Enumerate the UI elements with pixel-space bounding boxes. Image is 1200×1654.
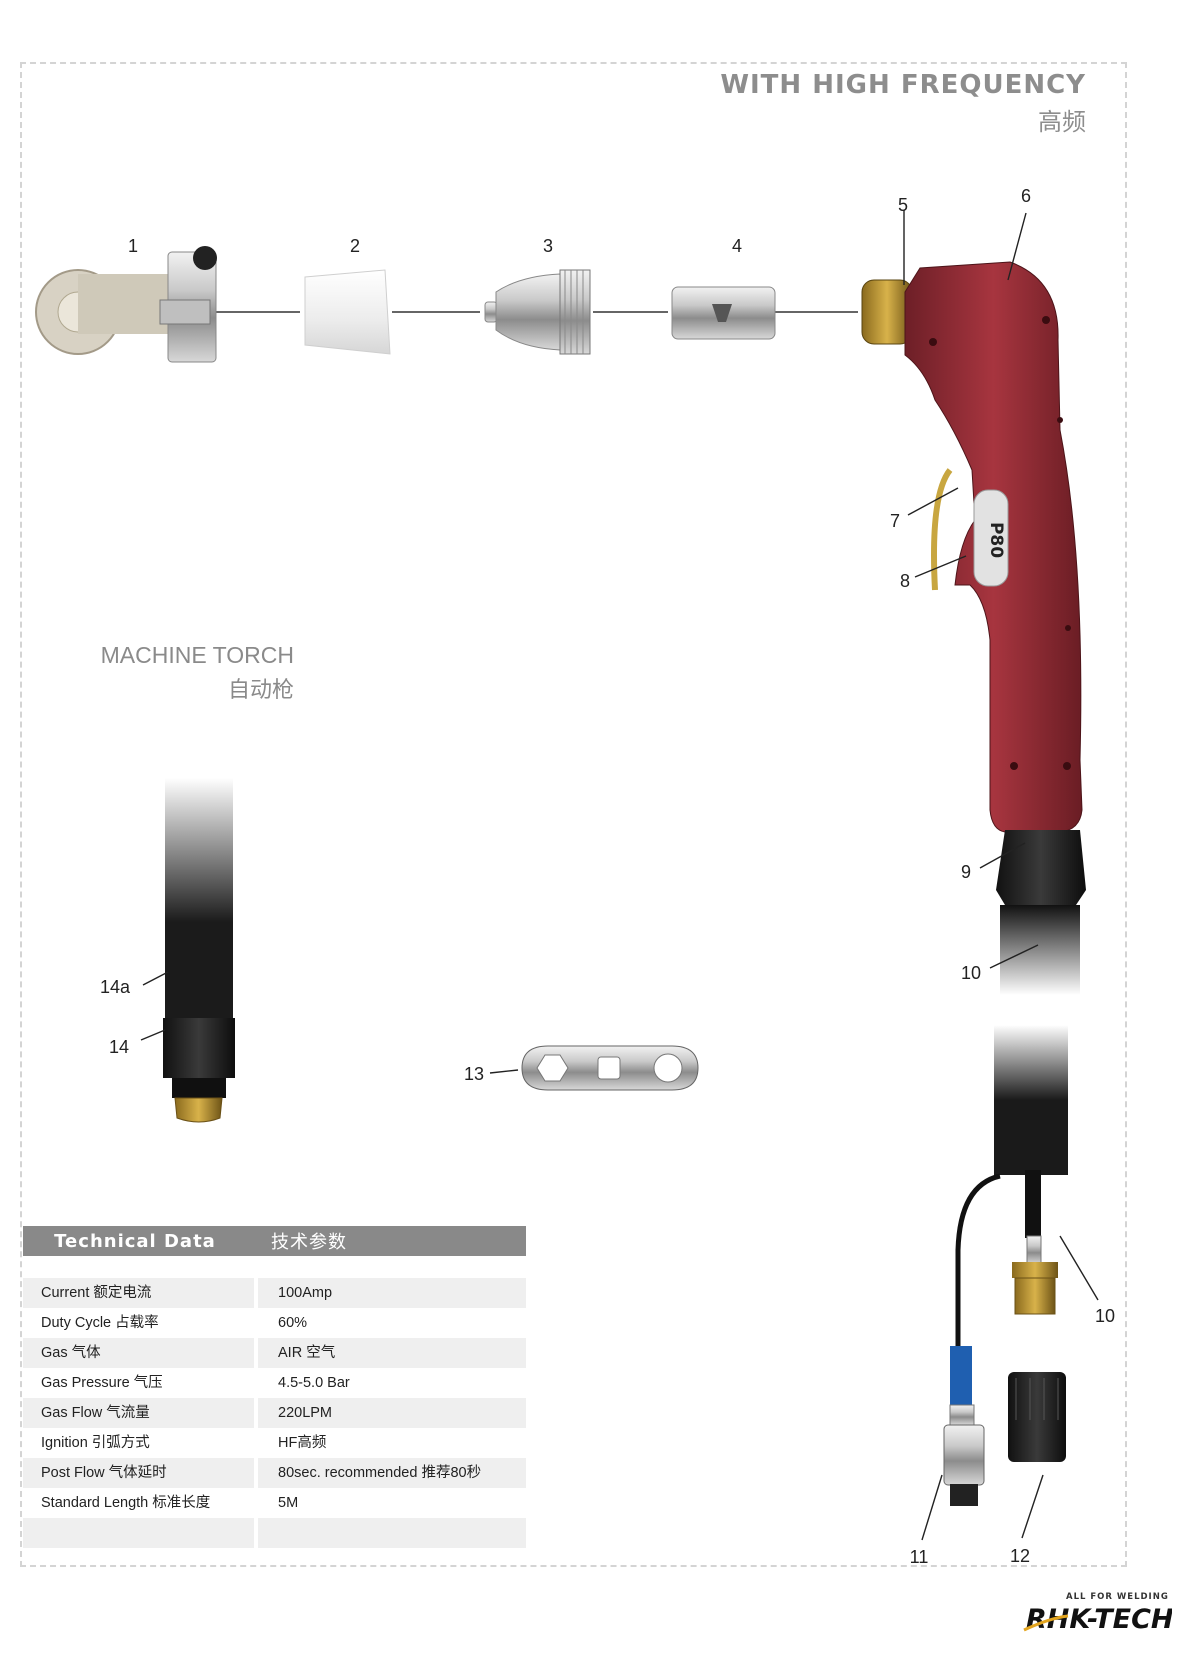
callout-5: 5	[898, 195, 908, 215]
callout-numbers: 1 2 3 4 5 6 7 8 9 10 10 11 12 13 14 14a	[100, 186, 1115, 1567]
header-title-en: WITH HIGH FREQUENCY	[720, 70, 1086, 100]
part-11-connector	[943, 1346, 985, 1506]
page-frame	[20, 62, 1127, 1567]
callout-7: 7	[890, 511, 900, 531]
spec-value: AIR 空气	[258, 1338, 526, 1368]
spec-value: 100Amp	[258, 1278, 526, 1308]
spec-value: HF高频	[258, 1428, 526, 1458]
hose-lower-section	[955, 1025, 1068, 1370]
part-1-roller-guide	[35, 246, 217, 363]
callout-3: 3	[543, 236, 553, 256]
spec-label: Current 额定电流	[23, 1278, 254, 1308]
spec-label: Post Flow 气体延时	[23, 1458, 254, 1488]
part-14-machine-torch	[163, 778, 235, 1123]
technical-data-header: Technical Data 技术参数	[23, 1226, 526, 1256]
callout-11: 11	[910, 1547, 929, 1567]
spec-value: 4.5-5.0 Bar	[258, 1368, 526, 1398]
rhk-tech-logo: ALL FOR WELDING RHK-TECH	[1023, 1592, 1172, 1635]
part-13-spanner	[521, 1045, 699, 1091]
callout-6: 6	[1021, 186, 1031, 206]
part-3-nozzle	[484, 269, 591, 355]
technical-data-title-zh: 技术参数	[271, 1232, 347, 1253]
logo-swoosh	[1023, 1614, 1069, 1632]
callout-1: 1	[128, 236, 138, 256]
machine-torch-title-zh: 自动枪	[227, 678, 294, 703]
technical-data-title-en: Technical Data	[54, 1230, 216, 1252]
part-12-hose-nut	[1008, 1372, 1066, 1462]
callout-10-upper: 10	[961, 963, 981, 983]
spec-label: Duty Cycle 占载率	[23, 1308, 254, 1338]
callout-14a: 14a	[100, 977, 131, 997]
callout-leader-lines	[140, 210, 1099, 1541]
spec-label: Gas Pressure 气压	[23, 1368, 254, 1398]
torch-model-label: P80	[986, 522, 1006, 558]
callout-2: 2	[350, 236, 360, 256]
hand-torch-p80: P80	[861, 261, 1086, 995]
header-title-zh: 高频	[1038, 108, 1086, 136]
spec-label: Gas 气体	[23, 1338, 254, 1368]
callout-10-lower: 10	[1095, 1306, 1115, 1326]
machine-torch-title-en: MACHINE TORCH	[100, 642, 294, 668]
spec-label	[23, 1518, 254, 1548]
spec-label: Gas Flow 气流量	[23, 1398, 254, 1428]
callout-4: 4	[732, 236, 742, 256]
part-2-shield-cup	[304, 269, 391, 355]
part-4-electrode	[671, 286, 776, 340]
callout-9: 9	[961, 862, 971, 882]
spec-value	[258, 1518, 526, 1548]
callout-12: 12	[1010, 1546, 1030, 1566]
spec-value: 5M	[258, 1488, 526, 1518]
spec-value: 80sec. recommended 推荐80秒	[258, 1458, 526, 1488]
callout-14: 14	[109, 1037, 129, 1057]
spec-value: 220LPM	[258, 1398, 526, 1428]
spec-label: Standard Length 标准长度	[23, 1488, 254, 1518]
spec-label: Ignition 引弧方式	[23, 1428, 254, 1458]
table-row	[23, 1518, 526, 1548]
logo-tagline: ALL FOR WELDING	[1066, 1592, 1169, 1602]
spec-value: 60%	[258, 1308, 526, 1338]
callout-13: 13	[464, 1064, 484, 1084]
callout-8: 8	[900, 571, 910, 591]
